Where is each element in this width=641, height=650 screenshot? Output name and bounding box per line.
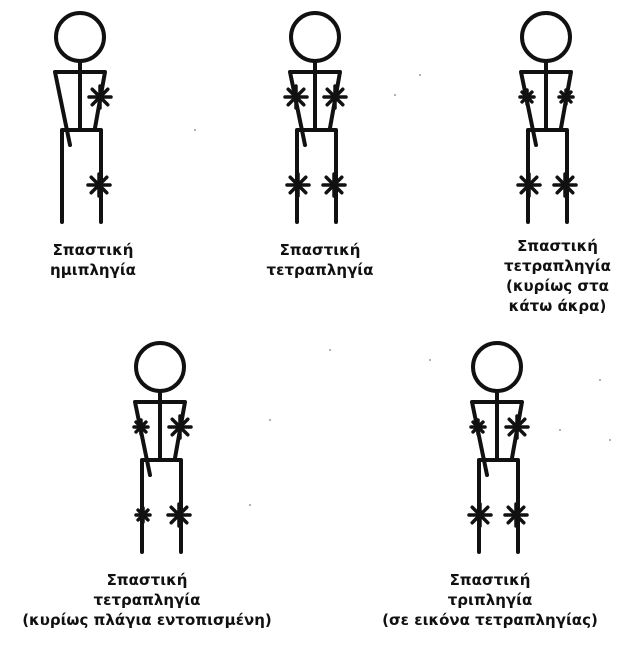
scan-speck xyxy=(599,379,601,381)
caption-line: (κυρίως πλάγια εντοπισμένη) xyxy=(4,610,290,630)
spasticity-marker-icon xyxy=(169,416,191,438)
spasticity-marker-icon xyxy=(88,174,110,196)
scan-speck xyxy=(394,94,396,96)
caption-spastic-tetraplegia-lateral: Σπαστική τετραπληγία (κυρίως πλάγια εντο… xyxy=(4,570,290,630)
spasticity-marker-icon xyxy=(518,174,540,196)
caption-line: τετραπληγία xyxy=(245,260,395,280)
spasticity-marker-icon xyxy=(89,86,111,108)
scan-speck xyxy=(429,359,431,361)
spasticity-marker-icon xyxy=(324,86,346,108)
spasticity-marker-icon xyxy=(287,174,309,196)
scan-speck xyxy=(609,439,611,441)
caption-line: τετραπληγία xyxy=(4,590,290,610)
spasticity-marker-icon xyxy=(505,504,527,526)
scan-speck xyxy=(194,129,196,131)
scan-speck xyxy=(249,504,251,506)
spasticity-marker-icon xyxy=(554,174,576,196)
head xyxy=(291,13,339,61)
head xyxy=(473,343,521,391)
head xyxy=(136,343,184,391)
caption-line: Σπαστική xyxy=(245,240,395,260)
caption-spastic-triplegia: Σπαστική τριπληγία (σε εικόνα τετραπληγί… xyxy=(340,570,640,630)
caption-line: Σπαστική xyxy=(18,240,168,260)
head xyxy=(522,13,570,61)
spasticity-marker-icon xyxy=(134,420,148,434)
spasticity-marker-icon xyxy=(168,504,190,526)
spasticity-marker-icon xyxy=(323,174,345,196)
caption-line: κάτω άκρα) xyxy=(475,296,640,316)
caption-line: ημιπληγία xyxy=(18,260,168,280)
caption-line: τετραπληγία xyxy=(475,256,640,276)
spasticity-marker-icon xyxy=(471,420,485,434)
spasticity-marker-icon xyxy=(559,90,573,104)
scan-speck xyxy=(329,349,331,351)
caption-line: Σπαστική xyxy=(475,236,640,256)
caption-spastic-tetraplegia-lower-limbs: Σπαστική τετραπληγία (κυρίως στα κάτω άκ… xyxy=(475,236,640,316)
spasticity-marker-icon xyxy=(469,504,491,526)
caption-spastic-tetraplegia: Σπαστική τετραπληγία xyxy=(245,240,395,280)
caption-line: (κυρίως στα xyxy=(475,276,640,296)
head xyxy=(56,13,104,61)
scan-speck xyxy=(269,419,271,421)
spasticity-marker-icon xyxy=(285,86,307,108)
scan-speck xyxy=(419,74,421,76)
caption-line: Σπαστική xyxy=(4,570,290,590)
caption-spastic-hemiplegia: Σπαστική ημιπληγία xyxy=(18,240,168,280)
caption-line: (σε εικόνα τετραπληγίας) xyxy=(340,610,640,630)
scan-speck xyxy=(559,429,561,431)
caption-line: τριπληγία xyxy=(340,590,640,610)
caption-line: Σπαστική xyxy=(340,570,640,590)
spasticity-marker-icon xyxy=(136,508,150,522)
spasticity-marker-icon xyxy=(520,90,534,104)
spasticity-marker-icon xyxy=(506,416,528,438)
